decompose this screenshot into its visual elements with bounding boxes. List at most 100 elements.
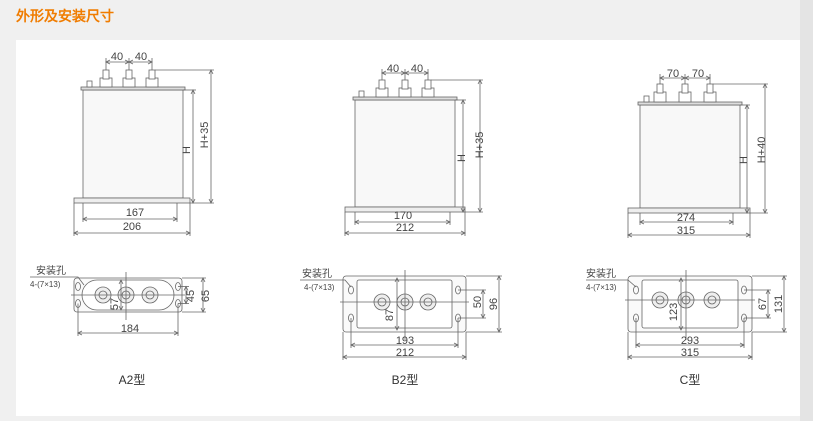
leader-line xyxy=(586,279,637,288)
arrow-icon xyxy=(82,216,178,222)
capacitor-lid xyxy=(80,86,186,91)
arrow-icon xyxy=(208,69,214,204)
b2-pitch-2: 40 xyxy=(411,63,423,75)
c-plate-depth: 131 xyxy=(773,295,785,313)
c-body-width: 274 xyxy=(677,212,695,224)
c-model-caption: C型 xyxy=(680,373,701,387)
capacitor-body xyxy=(354,99,456,208)
capacitor-body xyxy=(639,104,741,209)
b2-plate-depth: 96 xyxy=(488,298,500,310)
terminal xyxy=(653,91,667,103)
arrow-icon xyxy=(460,99,466,213)
ground-bolt xyxy=(643,95,650,103)
a2-depth: 57 xyxy=(109,298,121,310)
c-pitch-1: 70 xyxy=(667,68,679,80)
a2-elevation: 40 40 H H+35 167 206 xyxy=(111,51,211,233)
a2-hole-pitch-h: 184 xyxy=(121,323,139,335)
section-title: 外形及安装尺寸 xyxy=(16,8,114,24)
a2-flange-width: 206 xyxy=(123,221,141,233)
b2-total-height: H+35 xyxy=(474,132,486,159)
mounting-flange xyxy=(627,207,751,214)
arrow-icon xyxy=(762,83,768,214)
a2-model-caption: A2型 xyxy=(119,373,146,387)
a2-height: H xyxy=(181,146,193,154)
mounting-flange xyxy=(73,197,191,204)
arrow-icon xyxy=(639,219,734,225)
capacitor-lid xyxy=(352,96,458,101)
terminal xyxy=(703,91,717,103)
a2-hole-label: 安装孔 xyxy=(36,264,66,277)
c-pitch-2: 70 xyxy=(692,68,704,80)
terminal-stud xyxy=(706,83,714,94)
a2-plan: 安装孔 4-(7×13) 57 45 65 184 A2型 xyxy=(30,264,212,387)
c-depth: 123 xyxy=(668,303,680,321)
arrow-icon xyxy=(404,70,429,76)
b2-hole-pitch-h: 193 xyxy=(396,335,414,347)
terminal-stud xyxy=(401,79,409,90)
arrow-icon xyxy=(190,89,196,204)
c-hole-label: 安装孔 xyxy=(586,267,616,280)
c-hole-spec: 4-(7×13) xyxy=(586,283,617,292)
arrow-icon xyxy=(684,75,711,81)
b2-hole-pitch-v: 50 xyxy=(472,296,484,308)
b2-elevation: 40 40 H H+35 170 212 xyxy=(387,63,486,234)
capacitor-body xyxy=(82,89,184,199)
capacitor-lid xyxy=(637,101,743,106)
terminal-stud xyxy=(378,79,386,90)
terminal-stud xyxy=(148,69,156,80)
b2-plan: 安装孔 4-(7×13) 87 50 96 193 212 B2型 xyxy=(302,267,500,387)
terminal-stud xyxy=(681,83,689,94)
arrow-icon xyxy=(350,342,459,348)
a2-body-width: 167 xyxy=(126,207,144,219)
b2-pitch-1: 40 xyxy=(387,63,399,75)
arrow-icon xyxy=(477,79,483,213)
terminal-stud xyxy=(424,79,432,90)
b2-body-width: 170 xyxy=(394,210,412,222)
leader-line xyxy=(30,276,85,286)
a2-hole-spec: 4-(7×13) xyxy=(30,280,61,289)
a2-pitch-2: 40 xyxy=(135,51,147,63)
b2-depth: 87 xyxy=(384,309,396,321)
arrow-icon xyxy=(344,230,466,236)
arrow-icon xyxy=(627,354,753,360)
c-total-height: H+40 xyxy=(756,137,768,164)
arrow-icon xyxy=(627,232,751,238)
c-plate-width: 315 xyxy=(681,347,699,359)
b2-hole-spec: 4-(7×13) xyxy=(304,283,335,292)
c-height: H xyxy=(738,156,750,164)
arrow-icon xyxy=(73,230,191,236)
a2-hole-pitch-v: 45 xyxy=(185,290,197,302)
b2-hole-label: 安装孔 xyxy=(302,267,332,280)
terminal-stud xyxy=(656,83,664,94)
arrow-icon xyxy=(342,354,467,360)
arrow-icon xyxy=(354,219,451,225)
arrow-icon xyxy=(744,104,750,214)
terminal-stud xyxy=(102,69,110,80)
c-flange-width: 315 xyxy=(677,225,695,237)
arrow-icon xyxy=(678,277,684,331)
arrow-icon xyxy=(394,277,400,331)
leader-line xyxy=(300,279,352,288)
arrow-icon xyxy=(118,279,124,311)
ground-bolt xyxy=(358,90,365,98)
arrow-icon xyxy=(128,59,153,65)
b2-plate-width: 212 xyxy=(396,347,414,359)
terminal xyxy=(678,91,692,103)
b2-model-caption: B2型 xyxy=(392,373,419,387)
c-hole-pitch-h: 293 xyxy=(681,335,699,347)
scrollbar-track[interactable] xyxy=(800,0,813,421)
b2-height: H xyxy=(456,154,468,162)
mounting-hole xyxy=(633,285,639,295)
c-hole-pitch-v: 67 xyxy=(757,298,769,310)
terminal-stud xyxy=(125,69,133,80)
a2-total-height: H+35 xyxy=(199,122,211,149)
b2-flange-width: 212 xyxy=(396,222,414,234)
c-plan: 安装孔 4-(7×13) 123 67 131 293 315 C型 xyxy=(586,267,785,387)
arrow-icon xyxy=(77,330,179,336)
ground-bolt xyxy=(86,80,93,88)
mounting-hole xyxy=(75,282,81,291)
a2-plate-depth: 65 xyxy=(200,290,212,302)
c-elevation: 70 70 H H+40 274 315 xyxy=(667,68,768,237)
arrow-icon xyxy=(635,342,745,348)
